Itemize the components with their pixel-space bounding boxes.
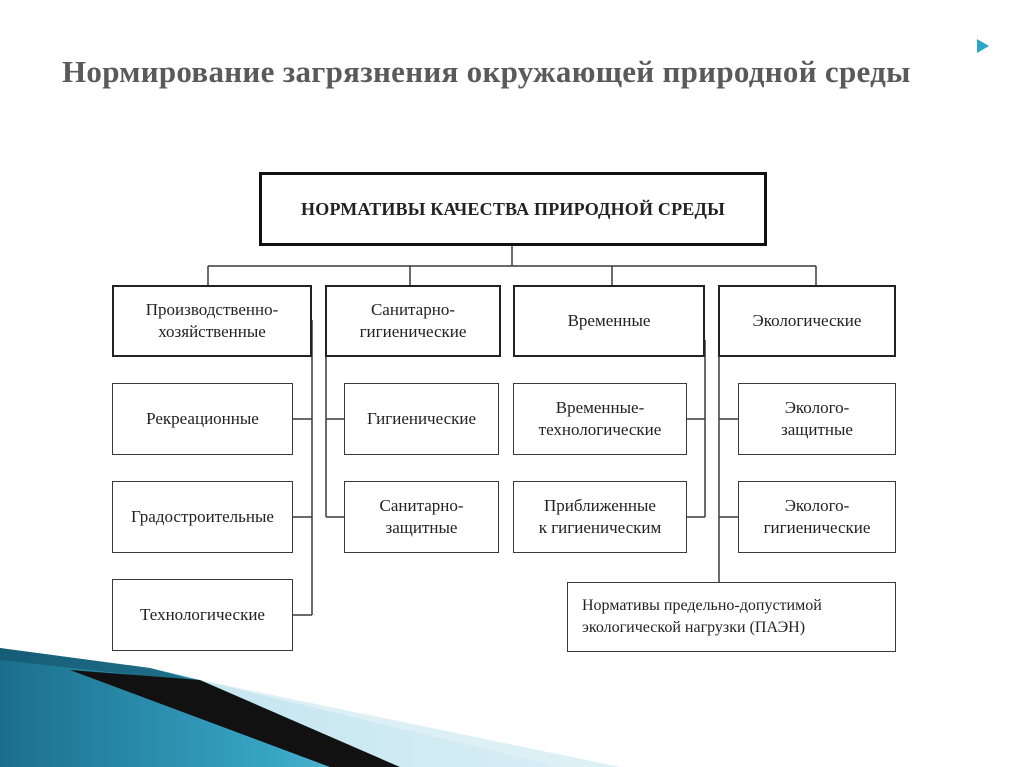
- item-box-eco-protective: Эколого- защитные: [738, 383, 896, 455]
- item-box-sanitary-protective: Санитарно- защитные: [344, 481, 499, 553]
- category-label: Экологические: [752, 311, 862, 330]
- category-box-production: Производственно- хозяйственные: [112, 285, 312, 357]
- item-label: Эколого- гигиенические: [763, 496, 871, 537]
- item-label: Временные- технологические: [538, 398, 662, 439]
- paen-label: Нормативы предельно-допустимой экологиче…: [582, 597, 822, 636]
- root-label: НОРМАТИВЫ КАЧЕСТВА ПРИРОДНОЙ СРЕДЫ: [301, 199, 725, 219]
- category-box-sanitary: Санитарно- гигиенические: [325, 285, 501, 357]
- slide-title: Нормирование загрязнения окружающей прир…: [62, 54, 911, 89]
- item-box-temporary-technological: Временные- технологические: [513, 383, 687, 455]
- slide-bullet-icon: [977, 39, 989, 53]
- paen-box: Нормативы предельно-допустимой экологиче…: [567, 582, 896, 652]
- item-box-recreational: Рекреационные: [112, 383, 293, 455]
- item-label: Санитарно- защитные: [379, 496, 464, 537]
- item-box-hygienic: Гигиенические: [344, 383, 499, 455]
- item-label: Рекреационные: [146, 409, 259, 428]
- item-box-eco-hygienic: Эколого- гигиенические: [738, 481, 896, 553]
- item-label: Технологические: [140, 605, 265, 624]
- category-box-ecological: Экологические: [718, 285, 896, 357]
- category-label: Временные: [567, 311, 651, 330]
- root-box: НОРМАТИВЫ КАЧЕСТВА ПРИРОДНОЙ СРЕДЫ: [259, 172, 767, 246]
- item-label: Гигиенические: [366, 409, 477, 428]
- item-box-technological: Технологические: [112, 579, 293, 651]
- item-label: Приближенные к гигиеническим: [538, 496, 662, 537]
- category-label: Санитарно- гигиенические: [359, 300, 467, 341]
- item-label: Градостроительные: [131, 507, 274, 526]
- item-box-approx-hygienic: Приближенные к гигиеническим: [513, 481, 687, 553]
- category-label: Производственно- хозяйственные: [145, 300, 279, 341]
- item-box-urban: Градостроительные: [112, 481, 293, 553]
- category-box-temporary: Временные: [513, 285, 705, 357]
- item-label: Эколого- защитные: [781, 398, 853, 439]
